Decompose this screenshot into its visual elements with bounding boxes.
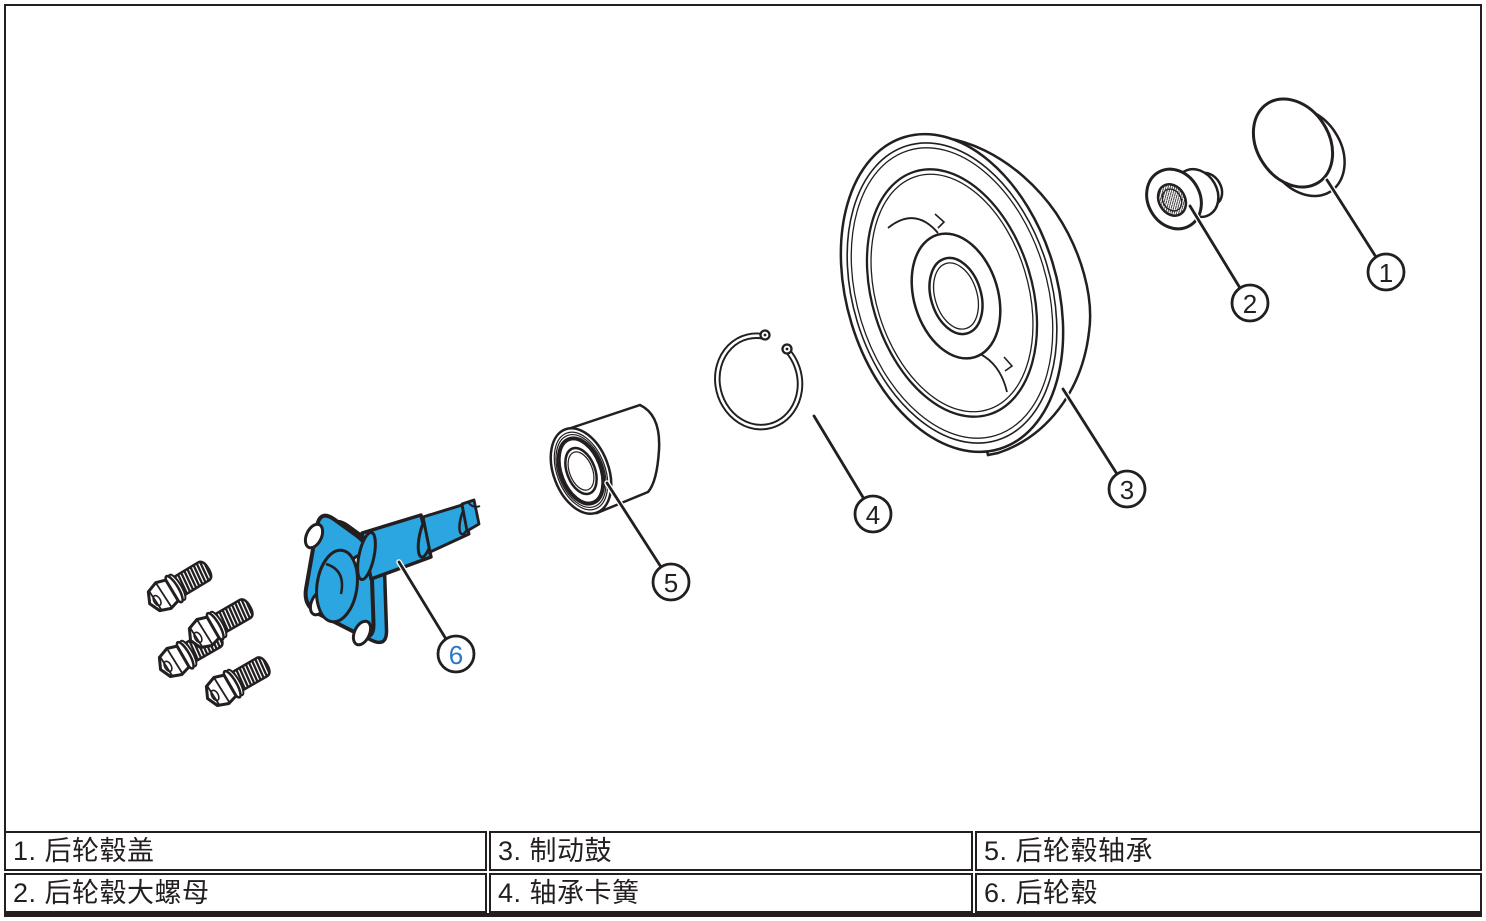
callout-5-number: 5 xyxy=(664,568,678,598)
hub-cap-face xyxy=(1251,97,1335,189)
callout-5: 5 xyxy=(651,562,691,602)
leader-line-4 xyxy=(812,414,866,501)
hub-nut-threads xyxy=(1156,183,1188,217)
legend-cell-6: 6. 后轮毂 xyxy=(975,873,1482,913)
callout-3: 3 xyxy=(1107,469,1147,509)
callout-4-circle xyxy=(853,494,893,534)
drum-opening xyxy=(865,168,1039,418)
hub-center-boss xyxy=(315,548,359,624)
legend-cell-3: 3. 制动鼓 xyxy=(489,831,973,871)
callout-1: 1 xyxy=(1366,252,1406,292)
parts-legend-table: 1. 后轮毂盖 3. 制动鼓 5. 后轮毂轴承 2. 后轮毂大螺母 4. 轴承卡… xyxy=(4,831,1482,917)
callout-4: 4 xyxy=(853,494,893,534)
part-hub-highlighted xyxy=(303,498,481,647)
leader-line-1 xyxy=(1325,178,1378,259)
callouts: 1 2 3 4 5 6 xyxy=(436,252,1406,674)
part-snap-ring xyxy=(714,329,804,431)
callout-1-circle xyxy=(1366,252,1406,292)
legend-cell-5: 5. 后轮毂轴承 xyxy=(975,831,1482,871)
callout-6-circle xyxy=(436,634,476,674)
callout-1-number: 1 xyxy=(1379,258,1393,288)
callout-2-circle xyxy=(1230,283,1270,323)
hub-shaft-mid xyxy=(421,503,471,554)
callout-3-circle xyxy=(1107,469,1147,509)
leader-lines xyxy=(396,177,1379,642)
callout-2: 2 xyxy=(1230,283,1270,323)
exploded-diagram-svg: 1 2 3 4 5 6 xyxy=(140,97,1406,713)
leader-line-2 xyxy=(1188,204,1242,290)
part-bearing xyxy=(549,403,661,515)
lug-bolt xyxy=(198,649,276,713)
callout-6-number: 6 xyxy=(449,640,463,670)
callout-5-circle xyxy=(651,562,691,602)
part-hub-nut xyxy=(1145,167,1224,231)
callout-3-number: 3 xyxy=(1120,475,1134,505)
callout-6: 6 xyxy=(436,634,476,674)
callout-4-number: 4 xyxy=(866,500,880,530)
legend-cell-2: 2. 后轮毂大螺母 xyxy=(4,873,487,913)
lug-bolt xyxy=(140,554,218,619)
drum-center-hole xyxy=(928,256,984,336)
callout-2-number: 2 xyxy=(1243,289,1257,319)
legend-cell-1: 1. 后轮毂盖 xyxy=(4,831,487,871)
leader-line-3 xyxy=(1061,387,1119,476)
legend-cell-4: 4. 轴承卡簧 xyxy=(489,873,973,913)
bearing-bore xyxy=(564,446,598,496)
leader-line-6 xyxy=(397,560,448,641)
part-hub-cap xyxy=(1251,97,1346,198)
part-brake-drum xyxy=(839,132,1092,457)
hub-bolt-hole xyxy=(351,619,373,647)
hub-bolt-hole xyxy=(303,522,325,550)
bearing-seal xyxy=(556,436,606,506)
leader-line-5 xyxy=(605,481,663,569)
lug-bolts-group xyxy=(140,554,276,713)
